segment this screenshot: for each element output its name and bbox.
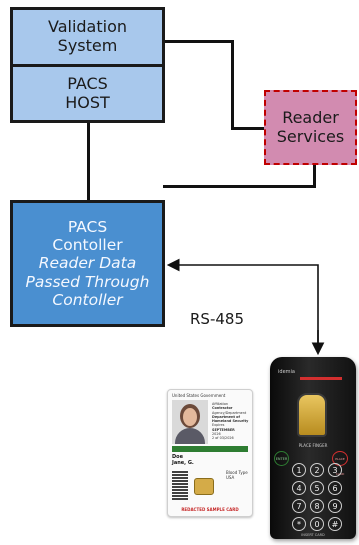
reader-led-strip	[300, 377, 342, 380]
key-4[interactable]: 4	[292, 481, 306, 495]
reader-services-node: Reader Services	[264, 90, 357, 165]
key-9[interactable]: 9	[328, 499, 342, 513]
card-green-stripe	[172, 446, 248, 452]
card-name-line-1: Doe	[172, 454, 183, 460]
pacs-controller-title-2: Contoller	[52, 236, 123, 255]
validation-system-line-2: System	[57, 36, 118, 55]
key-2[interactable]: 2	[310, 463, 324, 477]
card-qr-code	[172, 470, 188, 500]
key-3[interactable]: 3	[328, 463, 342, 477]
card-name-line-2: Jane, G.	[172, 460, 194, 466]
reader-brand: idemia	[278, 369, 295, 375]
pacs-controller-detail-2: Passed Through	[25, 272, 150, 291]
card-reader-device: idemia PLACE FINGER ENTER PLACE CARD 1 2…	[270, 357, 356, 542]
validation-to-reader-services-line	[231, 40, 234, 130]
key-7[interactable]: 7	[292, 499, 306, 513]
finger-label: PLACE FINGER	[298, 443, 328, 448]
pacs-host-line-1: PACS	[67, 73, 108, 93]
reader-services-line-1: Reader	[282, 107, 339, 127]
key-0[interactable]: 0	[310, 517, 324, 531]
validation-to-reader-services-line	[162, 40, 234, 43]
rs485-label: RS-485	[190, 310, 244, 328]
pacs-host-line-2: HOST	[65, 92, 110, 112]
card-role-text: Affiliation Contractor Agency/Department…	[212, 402, 249, 441]
key-1[interactable]: 1	[292, 463, 306, 477]
insert-card-label: INSERT CARD	[301, 533, 325, 537]
pacs-controller-title-1: PACS	[67, 217, 108, 236]
card-photo	[172, 400, 208, 444]
reader-services-line-2: Services	[276, 126, 345, 146]
card-header: United States Government	[172, 393, 226, 398]
key-star[interactable]: *	[292, 517, 306, 531]
enter-button[interactable]: ENTER	[274, 451, 289, 466]
card-footer: REDACTED SAMPLE CARD	[181, 507, 239, 512]
key-hash[interactable]: #	[328, 517, 342, 531]
pacs-controller-node: PACS Contoller Reader Data Passed Throug…	[10, 200, 165, 327]
pacs-controller-detail-1: Reader Data	[38, 254, 137, 273]
key-5[interactable]: 5	[310, 481, 324, 495]
card-chip	[194, 478, 214, 495]
controller-to-reader-services-line	[163, 185, 316, 188]
validation-system-node: Validation System	[10, 7, 165, 67]
pacs-controller-detail-3: Contoller	[52, 290, 123, 309]
controller-to-reader-services-line	[313, 164, 316, 187]
fingerprint-window	[297, 393, 327, 437]
rs485-arrow	[166, 258, 319, 350]
key-8[interactable]: 8	[310, 499, 324, 513]
id-card: United States Government Affiliation Con…	[167, 389, 253, 517]
key-6[interactable]: 6	[328, 481, 342, 495]
validation-to-reader-services-line	[231, 127, 265, 130]
pacs-host-node: PACS HOST	[10, 64, 165, 123]
host-to-controller-line	[87, 120, 90, 202]
card-side-text: Blood Type USA	[226, 470, 248, 480]
validation-system-line-1: Validation	[47, 17, 127, 37]
